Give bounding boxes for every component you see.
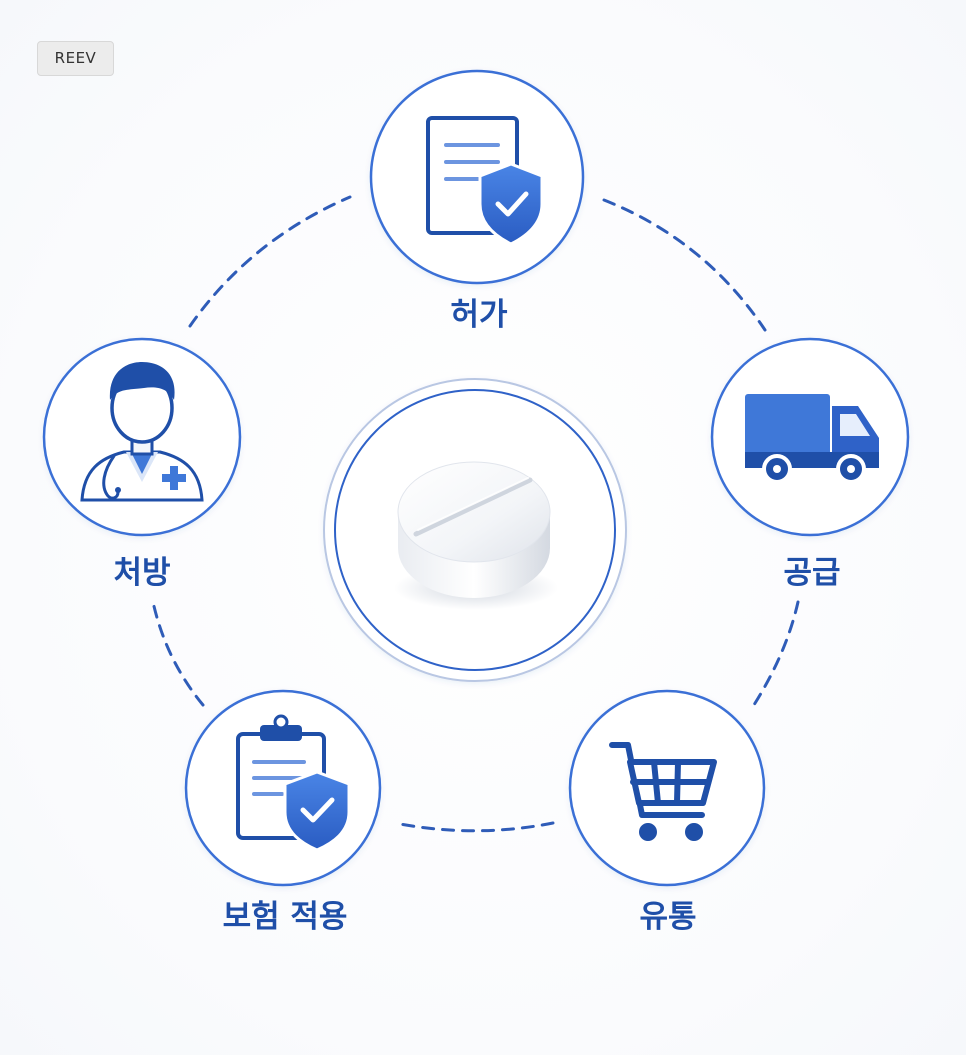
pill-icon bbox=[394, 461, 558, 610]
node-label-distribution: 유통 bbox=[639, 899, 696, 935]
reev-tag[interactable]: REEV bbox=[37, 41, 114, 76]
center-node bbox=[323, 378, 627, 682]
connector-insurance-prescription bbox=[151, 600, 205, 707]
connector-prescription-approval bbox=[188, 195, 352, 328]
document-shield-check-icon bbox=[426, 116, 544, 246]
doctor-icon bbox=[80, 362, 204, 502]
node-label-prescription: 처방 bbox=[113, 555, 170, 591]
node-label-approval: 허가 bbox=[450, 297, 508, 333]
delivery-truck-icon bbox=[745, 394, 879, 484]
node-label-insurance: 보험 적용 bbox=[223, 899, 348, 935]
connector-distribution-insurance bbox=[398, 821, 555, 833]
node-insurance[interactable]: 보험 적용 bbox=[184, 689, 382, 935]
node-label-supply: 공급 bbox=[783, 555, 840, 591]
node-distribution[interactable]: 유통 bbox=[568, 689, 766, 935]
shopping-cart-icon bbox=[609, 742, 717, 841]
connector-approval-supply bbox=[602, 198, 767, 332]
node-prescription[interactable]: 처방 bbox=[42, 337, 242, 591]
node-approval[interactable]: 허가 bbox=[369, 69, 585, 333]
connector-lines bbox=[151, 195, 800, 833]
node-supply[interactable]: 공급 bbox=[710, 337, 910, 591]
connector-supply-distribution bbox=[750, 600, 800, 710]
clipboard-shield-check-icon bbox=[236, 714, 351, 852]
